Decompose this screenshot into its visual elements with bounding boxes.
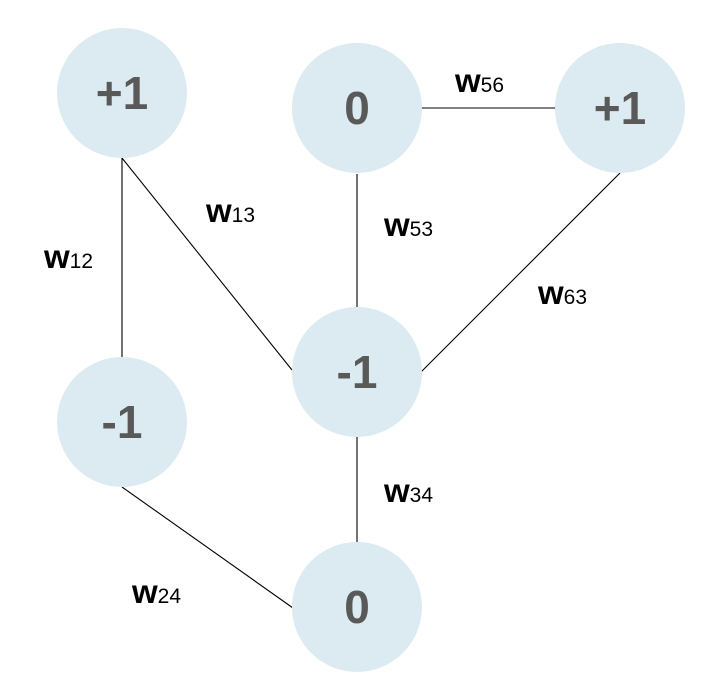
node-5-circle (292, 43, 422, 173)
weight-label-34: w34 (383, 472, 433, 509)
node-4: 0 (292, 542, 422, 672)
node-6-label: +1 (594, 82, 646, 134)
weight-label-56: w56 (454, 62, 504, 99)
node-3-label: -1 (337, 346, 378, 398)
edge-weights: w12 w13 w56 w53 w63 w34 w24 (43, 62, 587, 610)
node-5-label: 0 (344, 82, 370, 134)
weight-label-24: w24 (131, 573, 181, 610)
node-3: -1 (292, 307, 422, 437)
edge-6-3 (419, 172, 621, 374)
node-1: +1 (57, 28, 187, 158)
nodes: +1 -1 -1 0 0 +1 (57, 28, 685, 672)
edge-1-3 (121, 157, 293, 371)
weight-label-13: w13 (205, 192, 255, 229)
node-6: +1 (555, 43, 685, 173)
edge-2-4 (121, 486, 294, 609)
node-6-circle (555, 43, 685, 173)
node-1-label: +1 (96, 67, 148, 119)
node-4-circle (292, 542, 422, 672)
node-2: -1 (57, 357, 187, 487)
node-5: 0 (292, 43, 422, 173)
weight-label-63: w63 (537, 274, 587, 311)
node-3-circle (292, 307, 422, 437)
weight-label-53: w53 (383, 206, 433, 243)
node-2-circle (57, 357, 187, 487)
edges (121, 107, 621, 609)
node-1-circle (57, 28, 187, 158)
node-4-label: 0 (344, 581, 370, 633)
weight-label-12: w12 (43, 238, 93, 275)
node-2-label: -1 (102, 396, 143, 448)
